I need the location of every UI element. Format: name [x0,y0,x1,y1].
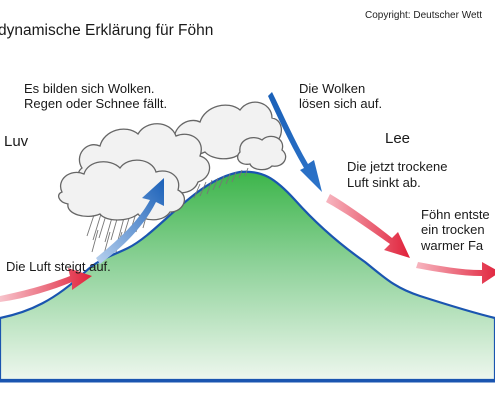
dissolve-text-line1: Die Wolken [299,81,366,96]
diagram-title: dynamische Erklärung für Föhn [0,22,214,39]
clouds-text-line1: Es bilden sich Wolken. [24,81,155,96]
mountain [0,170,495,382]
sinking-red-arrow [326,194,410,258]
foehn-text-line1: Föhn entste [421,207,490,222]
descending-blue-arrow [268,92,322,192]
clouds [57,101,287,221]
foehn-text-line3: warmer Fa [421,238,484,253]
foehn-red-arrow [416,262,495,284]
dissolve-text-line2: lösen sich auf. [299,96,383,111]
lee-label: Lee [385,130,411,147]
copyright-notice: Copyright: Deutscher Wett [365,10,483,21]
sink-text-line1: Die jetzt trockene [347,159,448,174]
foehn-text-line2: ein trocken [421,222,485,237]
sink-text-line2: Luft sinkt ab. [347,175,421,190]
windward-red-arrow [0,268,92,302]
luv-label: Luv [4,133,29,150]
clouds-text-line2: Regen oder Schnee fällt. [24,96,168,111]
rise-text: Die Luft steigt auf. [6,259,111,274]
rising-blue-arrow [96,178,164,264]
